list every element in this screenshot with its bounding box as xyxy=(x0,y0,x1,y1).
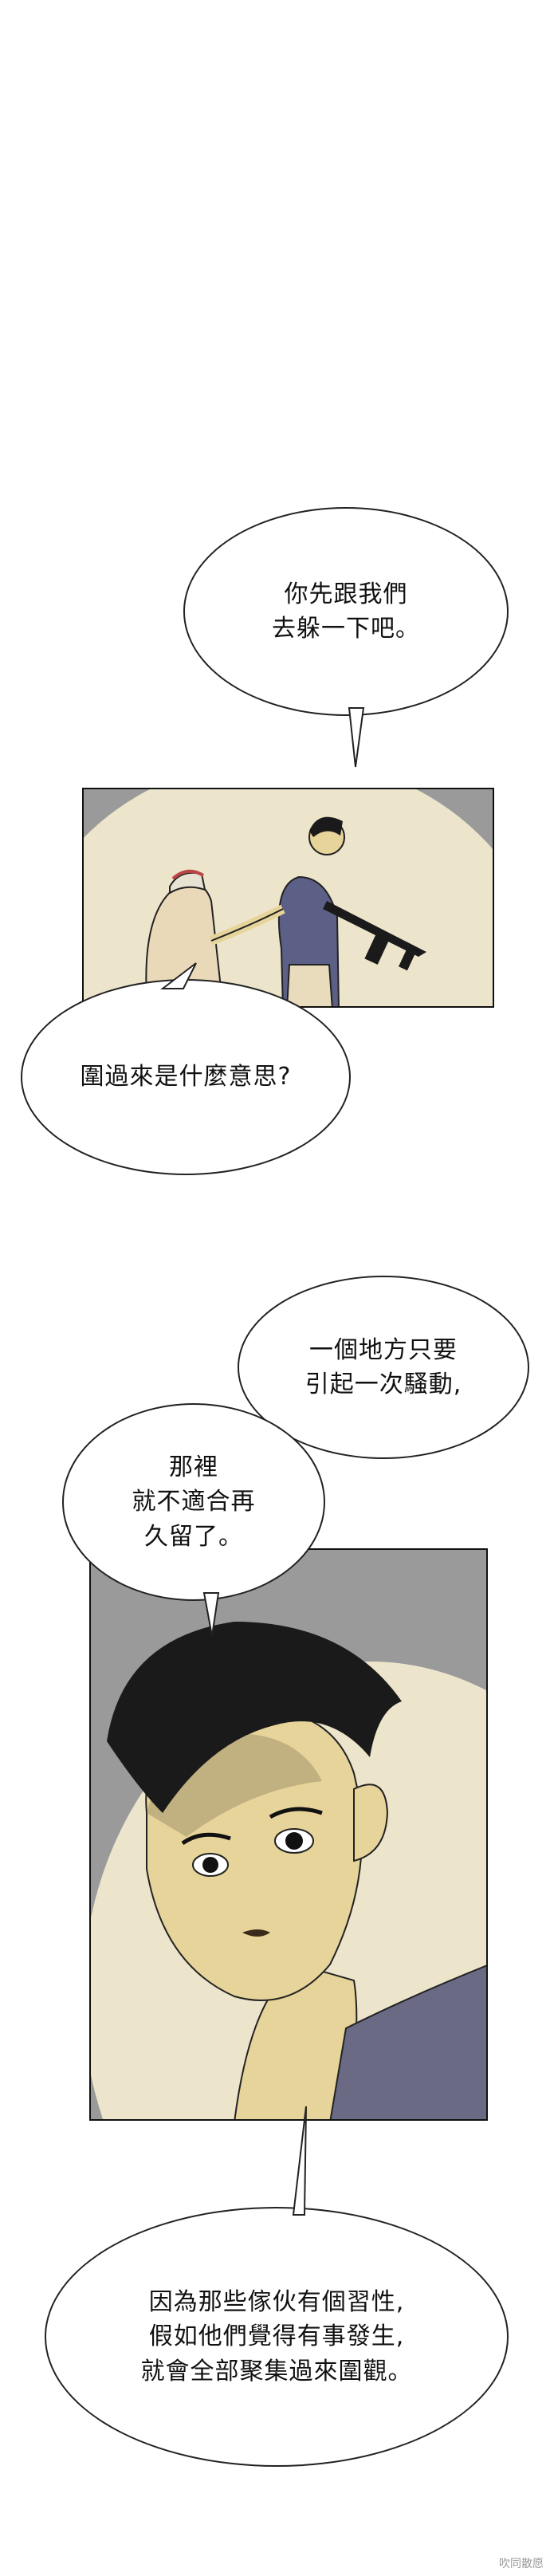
speech-text-3: 一個地方只要 引起一次騷動, xyxy=(304,1335,462,1399)
speech-text-2: 圍過來是什麼意思? xyxy=(80,1063,292,1091)
speech-text-4: 那裡 就不適合再 久留了。 xyxy=(132,1453,256,1551)
speech-text-1: 你先跟我們 去躲一下吧。 xyxy=(272,580,420,643)
speech-bubble-4: 那裡 就不適合再 久留了。 xyxy=(62,1403,325,1601)
panel-2-art xyxy=(91,1622,486,2119)
panel-closeup-face xyxy=(89,1548,488,2121)
speech-tail-5 xyxy=(292,2106,307,2216)
speech-tail-2 xyxy=(160,962,197,989)
speech-bubble-2: 圍過來是什麼意思? xyxy=(21,979,351,1175)
speech-bubble-5: 因為那些傢伙有個習性, 假如他們覺得有事發生, 就會全部聚集過來圍觀。 xyxy=(45,2207,509,2467)
speech-tail-1 xyxy=(348,707,365,768)
speech-bubble-1: 你先跟我們 去躲一下吧。 xyxy=(183,507,509,716)
speech-text-5: 因為那些傢伙有個習性, 假如他們覺得有事發生, 就會全部聚集過來圍觀。 xyxy=(140,2287,413,2385)
panel-1-art xyxy=(84,789,493,1006)
speech-bubble-3: 一個地方只要 引起一次騷動, xyxy=(238,1276,529,1459)
panel-escort-scene xyxy=(82,788,494,1008)
speech-tail-4 xyxy=(202,1592,220,1637)
watermark: 吹同散愿 xyxy=(499,2558,544,2570)
